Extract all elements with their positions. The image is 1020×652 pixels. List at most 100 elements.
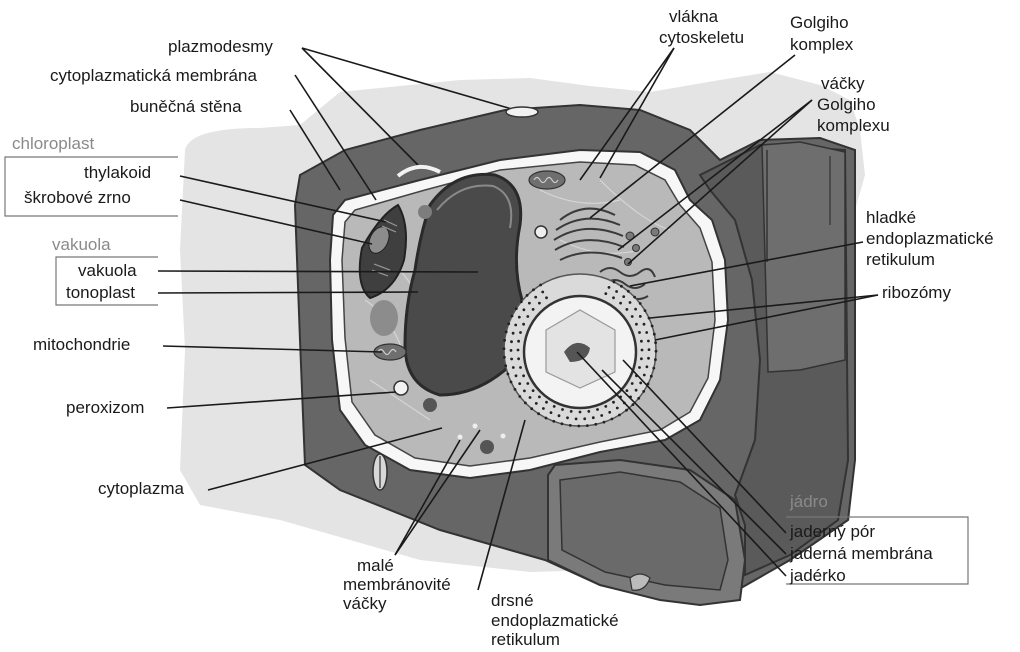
ribosome-dot: [510, 340, 513, 343]
ribosome-dot: [512, 332, 515, 335]
ribosome-dot: [517, 349, 520, 352]
ribosome-dot: [523, 308, 526, 311]
organelle-dot-3: [480, 440, 494, 454]
ribosome-dot: [577, 425, 580, 428]
label-thylakoid: thylakoid: [84, 163, 151, 182]
label-vacky-line2: Golgiho: [817, 95, 876, 114]
ribosome-dot: [530, 407, 533, 410]
ribosome-dot: [640, 340, 643, 343]
ribosome-dot: [611, 418, 614, 421]
ribosome-dot: [541, 291, 544, 294]
ribosome-dot: [561, 422, 564, 425]
ribosome-dot: [542, 407, 545, 410]
peroxisome: [394, 381, 408, 395]
label-golgi-line2: komplex: [790, 35, 854, 54]
ribosome-dot: [654, 341, 657, 344]
ribosome-dot: [505, 331, 508, 334]
ribosome-dot: [643, 323, 646, 326]
label-tonoplast: tonoplast: [66, 283, 135, 302]
label-hladke-line1: hladké: [866, 208, 916, 227]
ribosome-dot: [626, 389, 629, 392]
label-male-line3: váčky: [343, 594, 387, 613]
ribosome-dot: [612, 296, 615, 299]
ribosome-dot: [639, 382, 642, 385]
ribosome-dot: [629, 301, 632, 304]
label-vacky-line1: váčky: [821, 74, 865, 93]
small-vesicle-top: [535, 226, 547, 238]
ribosome-dot: [510, 358, 513, 361]
ribosome-dot: [639, 315, 642, 318]
ribosome-dot: [535, 402, 538, 405]
ribosome-dot: [532, 389, 535, 392]
ribosome-dot: [545, 296, 548, 299]
ribosome-dot: [600, 414, 603, 417]
ribosome-dot: [518, 316, 521, 319]
ribosome-dot: [587, 410, 590, 413]
ribosome-dot: [558, 414, 561, 417]
ribosome-dot: [653, 333, 656, 336]
label-hladke-line3: retikulum: [866, 250, 935, 269]
ribosome-dot: [503, 347, 506, 350]
ribosome-dot: [640, 357, 643, 360]
ribosome-dot: [625, 409, 628, 412]
label-drsne-line3: retikulum: [491, 630, 560, 649]
group-vakuola: vakuola: [52, 235, 111, 254]
ribosome-dot: [522, 323, 525, 326]
ribosome-dot: [519, 366, 522, 369]
vesicle-3: [501, 434, 506, 439]
ribosome-dot: [514, 388, 517, 391]
label-plazmodesmy: plazmodesmy: [168, 37, 273, 56]
ribosome-dot: [507, 322, 510, 325]
label-jaderny-por: jaderný pór: [789, 522, 875, 541]
ribosome-dot: [510, 349, 513, 352]
ribosome-dot: [545, 417, 548, 420]
vesicle-1: [458, 435, 463, 440]
ribosome-dot: [519, 331, 522, 334]
ribosome-dot: [616, 407, 619, 410]
ribosome-dot: [569, 424, 572, 427]
ribosome-dot: [512, 366, 515, 369]
ribosome-dot: [504, 364, 507, 367]
ribosome-dot: [631, 382, 634, 385]
label-peroxizom: peroxizom: [66, 398, 144, 417]
ribosome-dot: [652, 367, 655, 370]
ribosome-dot: [529, 396, 532, 399]
ribosome-dot: [644, 309, 647, 312]
ribosome-dot: [517, 340, 520, 343]
label-jaderko: jadérko: [789, 566, 846, 585]
ribosome-dot: [603, 421, 606, 424]
ribosome-dot: [523, 390, 526, 393]
ribosome-dot: [594, 423, 597, 426]
ribosome-dot: [503, 339, 506, 342]
ribosome-dot: [650, 375, 653, 378]
ribosome-dot: [632, 403, 635, 406]
ribosome-dot: [627, 290, 630, 293]
ribosome-dot: [537, 412, 540, 415]
ribosome-dot: [651, 325, 654, 328]
ribosome-dot: [635, 323, 638, 326]
ribosome-dot: [586, 424, 589, 427]
label-drsne-line1: drsné: [491, 591, 534, 610]
label-skrobove-zrno: škrobové zrno: [24, 188, 131, 207]
label-drsne-line2: endoplazmatické: [491, 611, 619, 630]
ribosome-dot: [618, 414, 621, 417]
ribosome-dot: [538, 302, 541, 305]
ribosome-dot: [645, 331, 648, 334]
ribosome-dot: [507, 373, 510, 376]
ribosome-dot: [654, 358, 657, 361]
ribosome-dot: [648, 348, 651, 351]
ribosome-dot: [570, 410, 573, 413]
label-vacky-line3: komplexu: [817, 116, 890, 135]
ribosome-dot: [532, 288, 535, 291]
ribosome-dot: [613, 281, 616, 284]
ribosome-dot: [608, 411, 611, 414]
ribosome-dot: [626, 308, 629, 311]
ribosome-dot: [538, 396, 541, 399]
ribosome-dot: [655, 350, 658, 353]
ribosome-dot: [642, 390, 645, 393]
ribosome-dot: [561, 408, 564, 411]
cell-wall-corner-pillar: [762, 142, 845, 372]
ribosome-dot: [539, 284, 542, 287]
